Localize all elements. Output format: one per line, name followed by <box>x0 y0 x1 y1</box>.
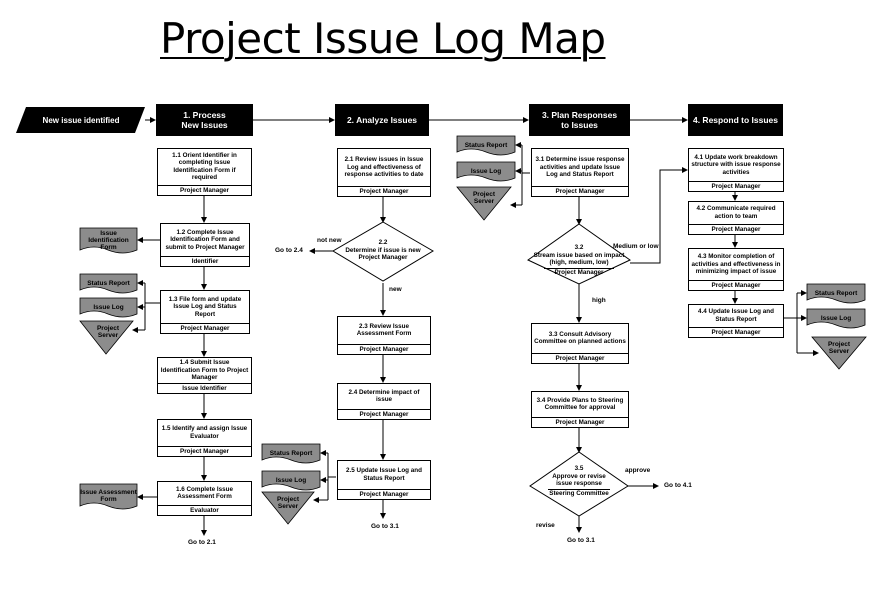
label-not-new: not new <box>317 237 342 244</box>
step-3-3: 3.3 Consult Advisory Committee on planne… <box>531 323 629 364</box>
doc-status-report-2: Status Report <box>269 449 313 457</box>
step-2-1: 2.1 Review issues in Issue Log and effec… <box>337 148 431 197</box>
doc-issue-identification-form: Issue Identification Form <box>88 229 129 251</box>
step-4-1: 4.1 Update work breakdown structure with… <box>688 148 784 192</box>
step-4-3: 4.3 Monitor completion of activities and… <box>688 248 784 291</box>
label-new: new <box>389 286 402 293</box>
doc-project-server-3: Project Server <box>472 191 496 205</box>
doc-status-report-1: Status Report <box>87 279 130 287</box>
start-label: New issue identified <box>42 115 120 125</box>
doc-issue-log-2-shape <box>261 470 321 491</box>
header-analyze-issues: 2. Analyze Issues <box>335 104 429 136</box>
doc-issue-log-1-shape <box>79 297 138 318</box>
page-title: Project Issue Log Map <box>160 14 606 63</box>
decision-3-5-shape <box>529 451 629 517</box>
header-plan-responses: 3. Plan Responses to Issues <box>529 104 630 136</box>
step-1-3: 1.3 File form and update Issue Log and S… <box>160 290 250 334</box>
label-high: high <box>592 297 606 304</box>
doc-status-report-2-shape <box>261 443 321 464</box>
doc-issue-log-3-shape <box>456 161 516 182</box>
doc-issue-log-3: Issue Log <box>470 167 502 175</box>
decision-2-2-shape <box>332 221 434 282</box>
step-1-2: 1.2 Complete Issue Identification Form a… <box>160 223 250 267</box>
doc-status-report-4: Status Report <box>814 289 858 297</box>
doc-status-report-1-shape <box>79 273 138 294</box>
label-go-to-2-1: Go to 2.1 <box>188 539 216 546</box>
doc-status-report-4-shape <box>806 283 866 304</box>
doc-issue-log-1: Issue Log <box>93 303 124 311</box>
doc-issue-log-4: Issue Log <box>820 314 852 322</box>
doc-status-report-3: Status Report <box>464 141 508 149</box>
decision-3-2-shape <box>527 223 631 285</box>
step-1-4: 1.4 Submit Issue Identification Form to … <box>157 357 252 394</box>
start-shape <box>16 107 145 133</box>
step-1-1: 1.1 Orient Identifier in completing Issu… <box>157 148 252 196</box>
label-go-to-3-1-col3: Go to 3.1 <box>567 537 595 544</box>
doc-issue-assessment-form: Issue Assessment Form <box>80 489 137 503</box>
project-server-2-shape <box>261 491 315 525</box>
doc-issue-log-2: Issue Log <box>275 476 307 484</box>
doc-issue-log-4-shape <box>806 308 866 329</box>
doc-issue-id-form-shape <box>79 227 138 254</box>
label-go-to-4-1: Go to 4.1 <box>664 482 692 489</box>
project-server-3-shape <box>456 186 512 221</box>
header-respond-to-issues: 4. Respond to Issues <box>688 104 783 136</box>
label-approve: approve <box>625 467 651 474</box>
label-go-to-3-1-col2: Go to 3.1 <box>371 523 399 530</box>
doc-project-server-1: Project Server <box>96 325 120 339</box>
label-revise: revise <box>536 522 555 529</box>
label-go-to-2-4: Go to 2.4 <box>275 247 303 254</box>
step-3-4: 3.4 Provide Plans to Steering Committee … <box>531 391 629 428</box>
label-medium-or-low: Medium or low <box>613 243 659 250</box>
doc-issue-assess-form-shape <box>79 483 138 510</box>
step-3-1: 3.1 Determine issue response activities … <box>531 148 629 197</box>
project-server-4-shape <box>811 336 867 370</box>
project-server-1-shape <box>79 320 134 355</box>
doc-project-server-2: Project Server <box>276 496 300 510</box>
doc-project-server-4: Project Server <box>827 341 851 355</box>
doc-status-report-3-shape <box>456 135 516 156</box>
header-process-new-issues: 1. Process New Issues <box>156 104 253 136</box>
